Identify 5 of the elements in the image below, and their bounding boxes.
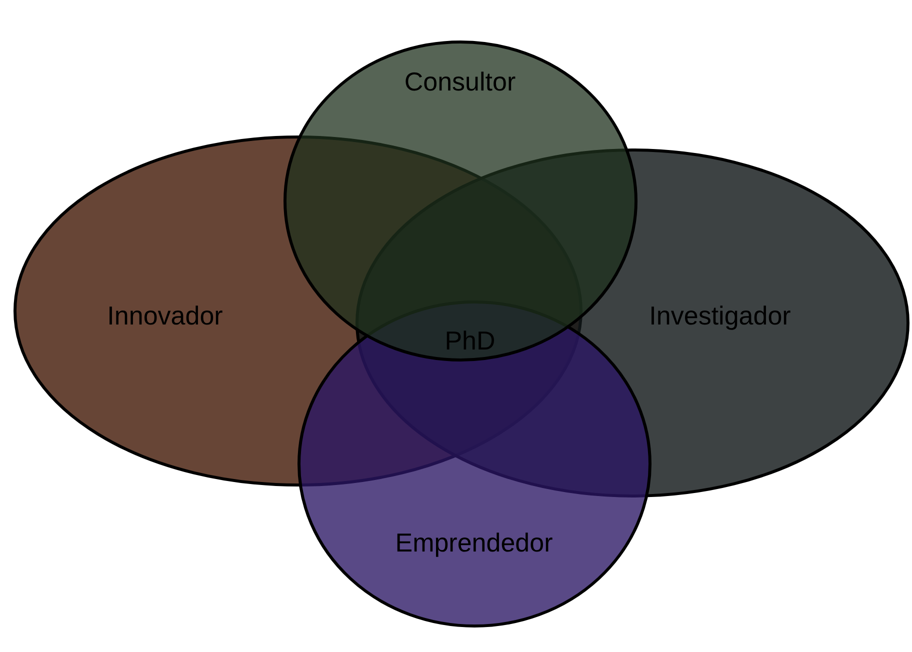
venn-ellipse — [283, 40, 638, 362]
set-label: Investigador — [649, 300, 791, 332]
set-label: Emprendedor — [395, 528, 553, 558]
set-label: Innovador — [107, 300, 223, 332]
set-label: Consultor — [404, 66, 516, 98]
